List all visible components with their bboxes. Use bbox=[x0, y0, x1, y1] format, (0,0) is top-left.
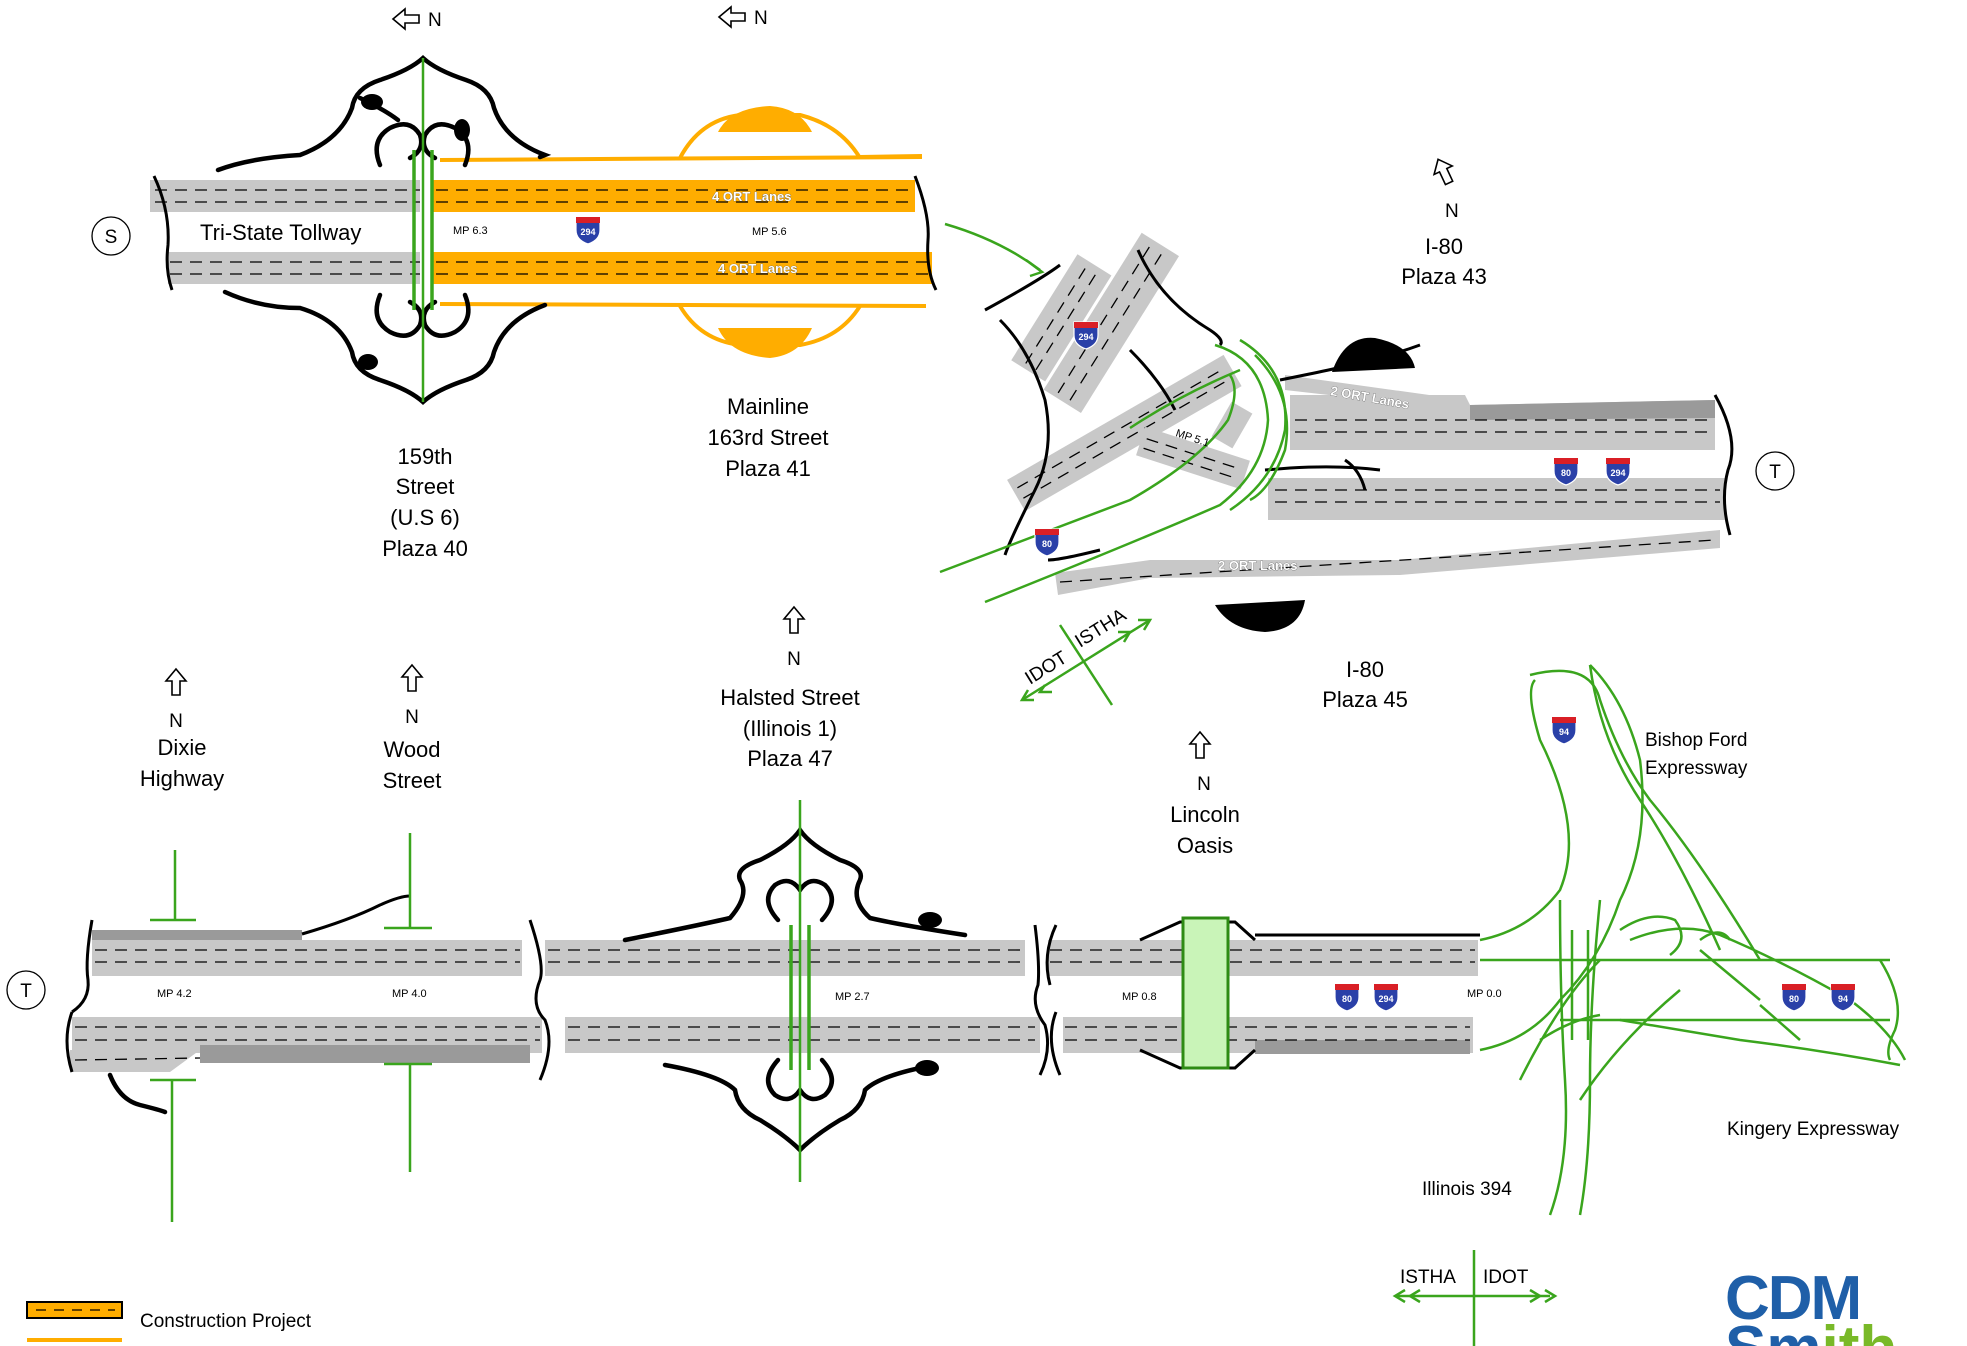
svg-text:MP 5.6: MP 5.6 bbox=[752, 226, 787, 238]
svg-text:N: N bbox=[1445, 201, 1459, 222]
svg-text:Dixie: Dixie bbox=[158, 735, 207, 760]
svg-text:(U.S 6): (U.S 6) bbox=[390, 505, 460, 530]
svg-text:N: N bbox=[1197, 774, 1211, 795]
svg-text:4 ORT Lanes: 4 ORT Lanes bbox=[712, 189, 791, 204]
svg-text:MP 4.0: MP 4.0 bbox=[392, 988, 427, 1000]
bishop-ford-label: Bishop Ford Expressway bbox=[1645, 730, 1748, 779]
svg-text:Halsted Street: Halsted Street bbox=[720, 685, 859, 710]
svg-text:4 ORT Lanes: 4 ORT Lanes bbox=[718, 261, 797, 276]
svg-text:Construction Project: Construction Project bbox=[140, 1311, 312, 1332]
i80-shield-icon: 80 bbox=[1782, 984, 1806, 1011]
svg-text:94: 94 bbox=[1559, 727, 1569, 737]
plaza-40-41-section: N N bbox=[92, 7, 1042, 561]
kingery-label: Kingery Expressway bbox=[1727, 1119, 1900, 1140]
svg-text:Street: Street bbox=[383, 768, 442, 793]
svg-text:Plaza 47: Plaza 47 bbox=[747, 746, 833, 771]
north-arrow-icon bbox=[402, 665, 422, 691]
svg-text:80: 80 bbox=[1789, 994, 1799, 1004]
svg-text:294: 294 bbox=[1610, 468, 1625, 478]
svg-text:80: 80 bbox=[1042, 539, 1052, 549]
north-arrow-icon: N bbox=[393, 9, 442, 31]
svg-text:Oasis: Oasis bbox=[1177, 833, 1233, 858]
svg-text:Wood: Wood bbox=[383, 737, 440, 762]
north-arrow-icon bbox=[1429, 155, 1458, 187]
svg-text:2 ORT Lanes: 2 ORT Lanes bbox=[1218, 558, 1297, 573]
svg-text:MP 0.0: MP 0.0 bbox=[1467, 988, 1502, 1000]
svg-text:94: 94 bbox=[1838, 994, 1848, 1004]
svg-text:159th: 159th bbox=[397, 444, 452, 469]
svg-text:I-80: I-80 bbox=[1346, 657, 1384, 682]
illinois-394-label: Illinois 394 bbox=[1422, 1179, 1512, 1200]
svg-text:Bishop Ford: Bishop Ford bbox=[1645, 730, 1747, 751]
i294-shield-icon: 294 bbox=[1374, 984, 1398, 1011]
svg-text:N: N bbox=[754, 8, 768, 29]
svg-text:MP 4.2: MP 4.2 bbox=[157, 988, 192, 1000]
svg-text:N: N bbox=[428, 10, 442, 31]
jurisdiction-marker: IDOT ISTHA bbox=[1022, 605, 1150, 705]
company-logo: CDM Smith bbox=[1725, 1268, 1967, 1346]
i80-shield-icon: 80 bbox=[1335, 984, 1359, 1011]
svg-text:Plaza 41: Plaza 41 bbox=[725, 456, 811, 481]
svg-text:N: N bbox=[787, 649, 801, 670]
svg-text:ISTHA: ISTHA bbox=[1072, 605, 1131, 653]
svg-text:IDOT: IDOT bbox=[1022, 647, 1072, 689]
svg-text:Plaza 43: Plaza 43 bbox=[1401, 264, 1487, 289]
svg-text:T: T bbox=[20, 981, 32, 1002]
dixie-highway-label: Dixie Highway bbox=[140, 735, 224, 791]
svg-text:Mainline: Mainline bbox=[727, 394, 809, 419]
i294-shield-icon: 294 bbox=[576, 217, 600, 244]
svg-text:T: T bbox=[1769, 462, 1781, 483]
svg-text:N: N bbox=[169, 711, 183, 732]
svg-text:N: N bbox=[405, 707, 419, 728]
svg-text:163rd Street: 163rd Street bbox=[707, 425, 828, 450]
wood-street-label: Wood Street bbox=[383, 737, 442, 793]
svg-text:MP 0.8: MP 0.8 bbox=[1122, 991, 1157, 1003]
plaza-43-label: I-80 Plaza 43 bbox=[1401, 234, 1487, 289]
svg-text:80: 80 bbox=[1561, 468, 1571, 478]
svg-text:Plaza 40: Plaza 40 bbox=[382, 536, 468, 561]
plaza-47-label: Halsted Street (Illinois 1) Plaza 47 bbox=[720, 685, 859, 771]
plaza-43-45-section: N I-80 Plaza 43 bbox=[940, 155, 1794, 712]
svg-text:Expressway: Expressway bbox=[1645, 758, 1748, 779]
jurisdiction-marker: ISTHA IDOT bbox=[1395, 1250, 1555, 1346]
bottom-mainline-section: N Dixie Highway N Wood Street N Halsted … bbox=[7, 607, 1905, 1346]
tristate-label: Tri-State Tollway bbox=[200, 220, 361, 245]
svg-text:80: 80 bbox=[1342, 994, 1352, 1004]
svg-text:Plaza 45: Plaza 45 bbox=[1322, 687, 1408, 712]
svg-text:294: 294 bbox=[1078, 332, 1093, 342]
north-arrow-icon bbox=[784, 607, 804, 633]
svg-text:MP 6.3: MP 6.3 bbox=[453, 225, 488, 237]
i80-shield-icon: 80 bbox=[1035, 529, 1059, 556]
i94-shield-icon: 94 bbox=[1831, 984, 1855, 1011]
i80-shield-icon: 80 bbox=[1554, 458, 1578, 485]
lincoln-oasis-label: Lincoln Oasis bbox=[1170, 802, 1240, 858]
i94-shield-icon: 94 bbox=[1552, 717, 1576, 744]
i294-shield-icon: 294 bbox=[1074, 322, 1098, 349]
svg-text:Street: Street bbox=[396, 474, 455, 499]
svg-text:IDOT: IDOT bbox=[1483, 1267, 1529, 1288]
plaza-40-label: 159th Street (U.S 6) Plaza 40 bbox=[382, 444, 468, 561]
svg-text:294: 294 bbox=[580, 227, 595, 237]
legend: Construction Project bbox=[27, 1302, 312, 1340]
north-arrow-icon: N bbox=[719, 7, 768, 29]
svg-text:I-80: I-80 bbox=[1425, 234, 1463, 259]
svg-text:ISTHA: ISTHA bbox=[1400, 1267, 1456, 1288]
i294-shield-icon: 294 bbox=[1606, 458, 1630, 485]
lincoln-oasis-building bbox=[1183, 918, 1228, 1068]
svg-text:294: 294 bbox=[1378, 994, 1393, 1004]
svg-text:Lincoln: Lincoln bbox=[1170, 802, 1240, 827]
plaza-45-label: I-80 Plaza 45 bbox=[1322, 657, 1408, 712]
plaza-41-label: Mainline 163rd Street Plaza 41 bbox=[707, 394, 828, 481]
north-arrow-icon bbox=[1190, 732, 1210, 758]
svg-text:MP 2.7: MP 2.7 bbox=[835, 991, 870, 1003]
svg-text:(Illinois 1): (Illinois 1) bbox=[743, 716, 837, 741]
svg-text:S: S bbox=[105, 227, 118, 248]
north-arrow-icon bbox=[166, 669, 186, 695]
svg-text:Highway: Highway bbox=[140, 766, 224, 791]
